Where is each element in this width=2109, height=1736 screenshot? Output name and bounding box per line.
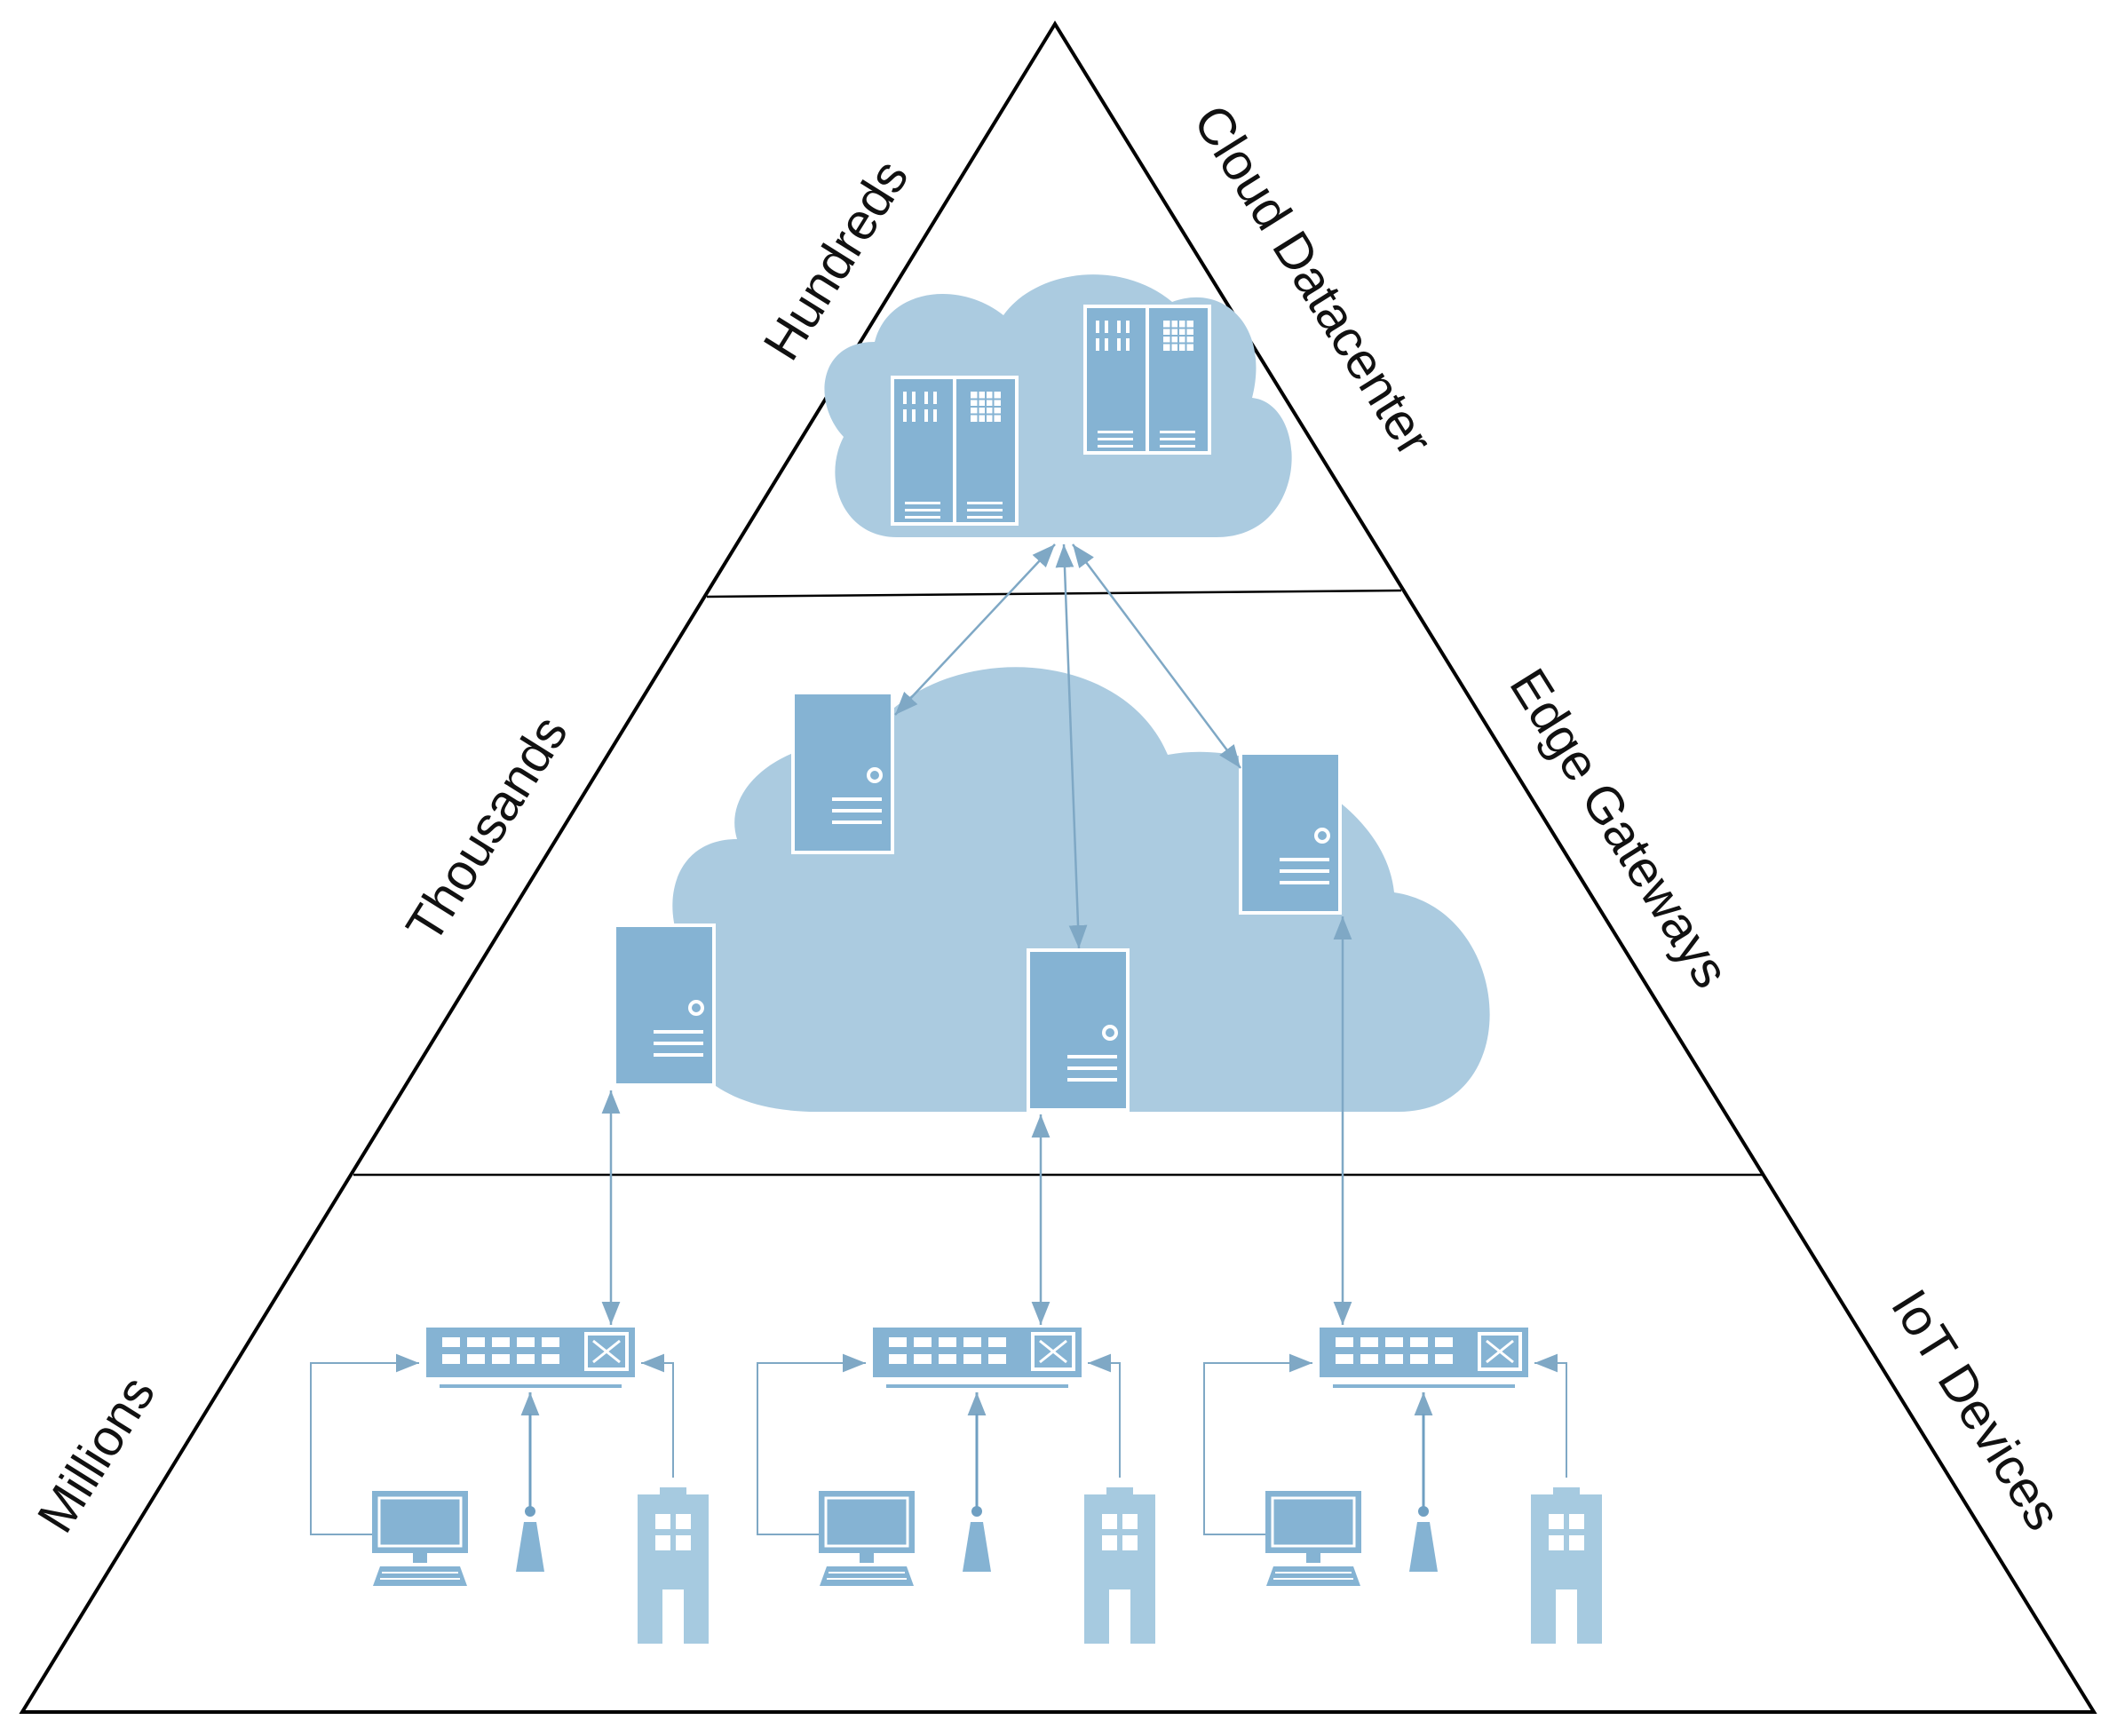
datacenter-rack [891, 376, 1019, 526]
iot-device-cluster [757, 1328, 1155, 1644]
tier-name-label-edge-gateways: Edge Gateways [1498, 659, 1740, 998]
iot-device-cluster [1204, 1328, 1602, 1644]
tier-count-label-millions: Millions [27, 1367, 167, 1542]
edge-iot-links [601, 916, 1352, 1325]
edge-gateway-server [1027, 948, 1130, 1112]
cloud-edge-links [894, 543, 1241, 949]
edge-gateway-server [791, 691, 894, 854]
datacenter-rack [1083, 305, 1211, 455]
iot-device-cluster [311, 1328, 709, 1644]
edge-gateway-server [613, 923, 716, 1087]
edge-gateway-server [1239, 751, 1342, 915]
tier-count-label-thousands: Thousands [395, 706, 579, 953]
